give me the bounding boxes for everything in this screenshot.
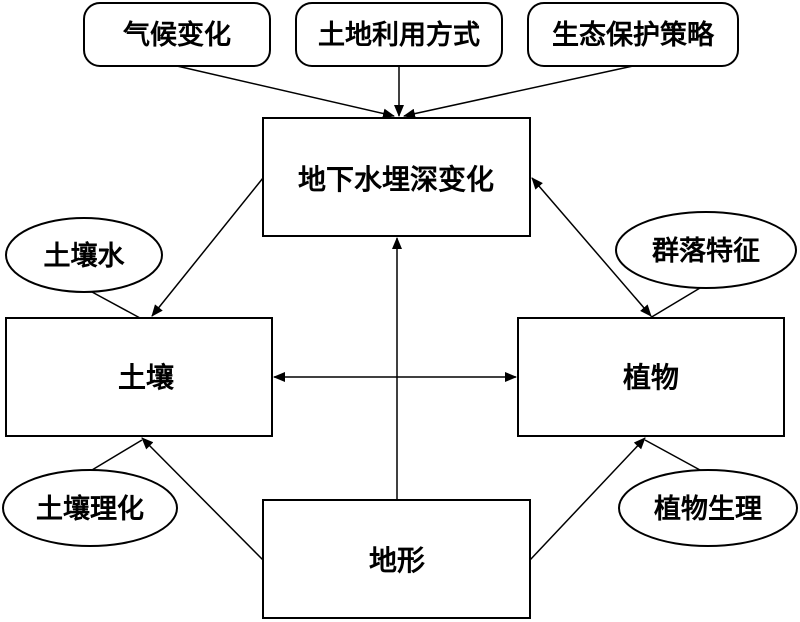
community-node: 群落特征 [615, 211, 797, 289]
community-label: 群落特征 [652, 236, 760, 267]
plant-physiology-connector [644, 439, 701, 471]
soil-water-label: 土壤水 [44, 240, 126, 272]
plant-physiology-label: 植物生理 [654, 493, 762, 525]
soil-chem-node: 土壤理化 [2, 469, 178, 547]
soil-water-connector [91, 291, 141, 319]
climate-to-groundwater-arrow [176, 65, 395, 119]
soil-label: 土壤 [118, 361, 175, 394]
land-use-node: 土地利用方式 [295, 2, 503, 67]
soil-water-node: 土壤水 [5, 217, 163, 293]
terrain-node: 地形 [262, 499, 531, 619]
land-use-label: 土地利用方式 [318, 19, 480, 51]
plant-physiology-node: 植物生理 [618, 469, 798, 547]
groundwater-depth-label: 地下水埋深变化 [298, 163, 494, 196]
eco-protection-label: 生态保护策略 [552, 19, 715, 51]
terrain-to-vegetation-arrow [529, 437, 646, 561]
vegetation-node: 植物 [517, 317, 785, 437]
terrain-label: 地形 [369, 544, 425, 577]
soil-chem-label: 土壤理化 [36, 493, 144, 525]
soil-chem-connector [91, 439, 143, 471]
vegetation-label: 植物 [623, 361, 679, 394]
climate-change-node: 气候变化 [83, 2, 271, 67]
climate-change-label: 气候变化 [122, 19, 231, 51]
eco-protection-node: 生态保护策略 [527, 2, 739, 67]
groundwater-vegetation-arrow [531, 177, 652, 317]
groundwater-to-soil-arrow [151, 177, 264, 317]
eco-to-groundwater-arrow [403, 65, 634, 119]
community-connector [649, 287, 701, 319]
soil-node: 土壤 [5, 317, 273, 437]
groundwater-depth-node: 地下水埋深变化 [262, 117, 531, 237]
terrain-to-soil-arrow [141, 437, 264, 561]
